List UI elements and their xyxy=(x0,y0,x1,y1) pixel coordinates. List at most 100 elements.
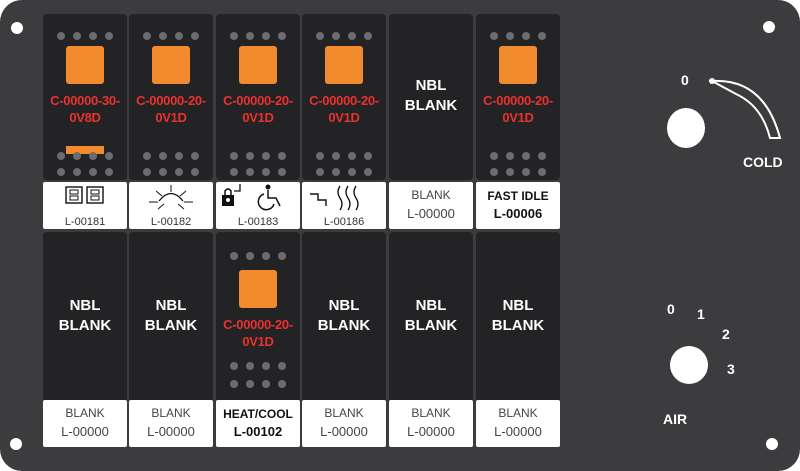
led-dot xyxy=(490,168,498,176)
led-dot xyxy=(230,32,238,40)
led-dot-row xyxy=(230,168,286,176)
legend-code: L-00000 xyxy=(494,424,542,439)
indicator-bar xyxy=(66,146,104,154)
led-dot xyxy=(538,168,546,176)
led-dot-row xyxy=(490,152,546,160)
led-dot xyxy=(278,380,286,388)
air-knob[interactable] xyxy=(670,346,708,384)
led-dot xyxy=(191,168,199,176)
blank-text-line: NBL xyxy=(155,297,187,314)
switch-code-line: C-00000-30- xyxy=(50,93,120,108)
led-dot xyxy=(159,152,167,160)
led-dot xyxy=(348,32,356,40)
rocker-switch-upper-6[interactable]: C-00000-20-0V1D xyxy=(476,14,560,180)
led-dot xyxy=(262,380,270,388)
led-dot xyxy=(278,168,286,176)
led-dot xyxy=(57,168,65,176)
led-dot xyxy=(246,152,254,160)
led-dot xyxy=(332,32,340,40)
led-dot xyxy=(316,32,324,40)
legend-label-upper-6: FAST IDLE L-00006 xyxy=(476,182,560,229)
legend-code: L-00000 xyxy=(320,424,368,439)
led-dot xyxy=(522,152,530,160)
led-dot xyxy=(105,168,113,176)
rocker-switch-upper-1[interactable]: C-00000-30-0V8D xyxy=(43,14,127,180)
led-dot-row xyxy=(143,152,199,160)
temperature-knob[interactable] xyxy=(667,108,705,148)
legend-code: L-00102 xyxy=(233,424,283,439)
rocker-switch-lower-3[interactable]: C-00000-20-0V1D xyxy=(216,232,300,402)
led-dot-row xyxy=(57,152,113,160)
legend-label-upper-4: L-00186 xyxy=(302,182,386,229)
switch-code-line: C-00000-20- xyxy=(309,93,379,108)
legend-label-upper-2: L-00182 xyxy=(129,182,213,229)
air-position-0: 0 xyxy=(667,301,675,317)
led-dot-row xyxy=(316,168,372,176)
legend-code: L-00181 xyxy=(64,216,106,228)
led-dot xyxy=(262,362,270,370)
led-dot xyxy=(89,152,97,160)
led-dot xyxy=(278,362,286,370)
rocker-switch-upper-2[interactable]: C-00000-20-0V1D xyxy=(129,14,213,180)
mounting-hole xyxy=(763,21,775,33)
legend-title: FAST IDLE xyxy=(487,189,549,203)
legend-label-upper-1: L-00181 xyxy=(43,182,127,229)
led-dot xyxy=(262,168,270,176)
led-dot xyxy=(246,362,254,370)
legend-code: L-00006 xyxy=(493,206,543,221)
led-dot xyxy=(230,152,238,160)
led-dot xyxy=(278,252,286,260)
led-dot-row xyxy=(490,168,546,176)
led-dot xyxy=(332,168,340,176)
led-dot xyxy=(246,252,254,260)
led-dot xyxy=(175,152,183,160)
hazard-switch-icon xyxy=(43,182,127,216)
legend-code: L-00182 xyxy=(150,216,192,228)
legend-code: L-00000 xyxy=(407,206,455,221)
air-position-3: 3 xyxy=(727,361,735,377)
blank-text-line: NBL xyxy=(415,297,447,314)
led-dot xyxy=(278,32,286,40)
led-dot xyxy=(191,152,199,160)
rocker-switch-lower-4[interactable]: NBL BLANK xyxy=(302,232,386,402)
led-dot-row xyxy=(316,152,372,160)
blank-text-line: NBL xyxy=(502,297,534,314)
led-dot-row xyxy=(230,252,286,260)
led-dot xyxy=(246,32,254,40)
led-dot xyxy=(105,152,113,160)
rocker-switch-upper-4[interactable]: C-00000-20-0V1D xyxy=(302,14,386,180)
switch-code-line: 0V1D xyxy=(242,334,274,349)
switch-code-line: C-00000-20- xyxy=(223,93,293,108)
led-dot xyxy=(230,362,238,370)
legend-code: L-00000 xyxy=(61,424,109,439)
temp-dial-zero-label: 0 xyxy=(681,72,689,88)
indicator-lamp xyxy=(66,46,104,84)
switch-code-line: 0V1D xyxy=(242,110,274,125)
rocker-switch-upper-3[interactable]: C-00000-20- 0V1D xyxy=(216,14,300,180)
led-dot xyxy=(89,32,97,40)
led-dot xyxy=(230,252,238,260)
blank-text-line: NBL xyxy=(328,297,360,314)
led-dot xyxy=(348,152,356,160)
led-dot xyxy=(522,168,530,176)
air-position-1: 1 xyxy=(697,306,705,322)
led-dot xyxy=(73,168,81,176)
blank-text-line: BLANK xyxy=(317,317,371,334)
legend-title: BLANK xyxy=(151,406,191,420)
led-dot-row xyxy=(316,32,372,40)
led-dot xyxy=(262,32,270,40)
mounting-hole xyxy=(11,22,23,34)
led-dot-row xyxy=(143,168,199,176)
